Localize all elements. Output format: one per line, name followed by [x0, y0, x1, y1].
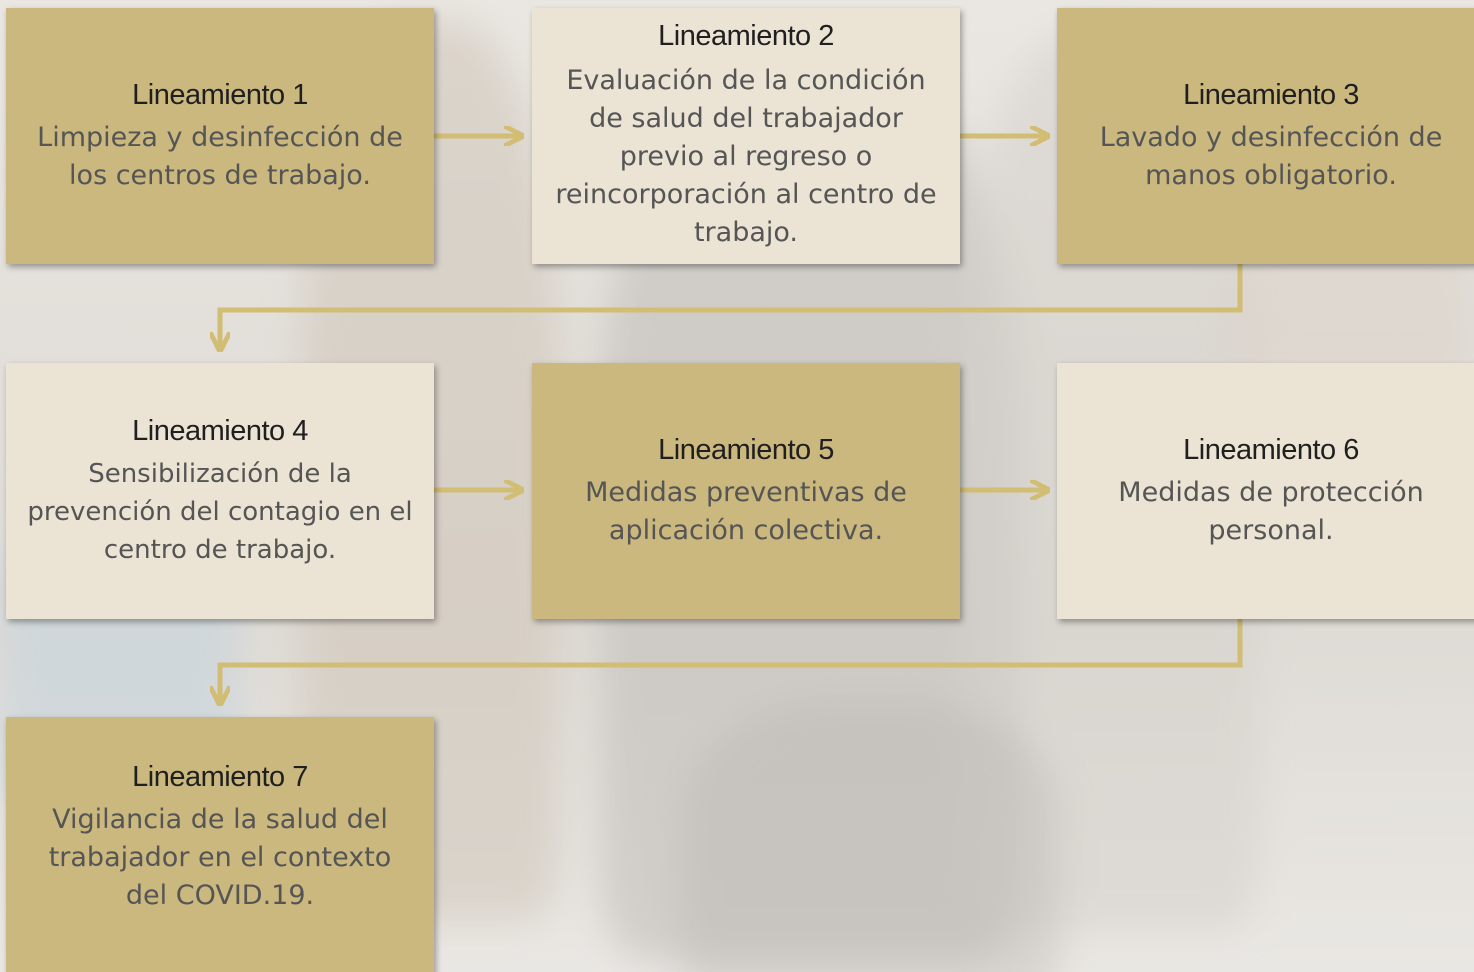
lineamiento-7-box: Lineamiento 7 Vigilancia de la salud del…: [6, 717, 434, 972]
lineamiento-5-title: Lineamiento 5: [658, 433, 834, 466]
lineamiento-7-title: Lineamiento 7: [132, 761, 308, 793]
lineamiento-6-text: Medidas de protección personal.: [1118, 477, 1424, 547]
lineamiento-4-text: Sensibilización de la prevención del con…: [27, 459, 413, 566]
lineamiento-2-title: Lineamiento 2: [658, 20, 834, 52]
lineamiento-1-text: Limpieza y desinfección de los centros d…: [37, 122, 403, 192]
lineamiento-3-title: Lineamiento 3: [1183, 78, 1359, 111]
lineamiento-4-title: Lineamiento 4: [132, 414, 308, 447]
lineamiento-7-text: Vigilancia de la salud del trabajador en…: [48, 804, 392, 912]
lineamiento-4-box: Lineamiento 4 Sensibilización de la prev…: [6, 363, 434, 619]
background-photo-shape: [680, 700, 1060, 972]
lineamiento-1-box: Lineamiento 1 Limpieza y desinfección de…: [6, 8, 434, 264]
lineamiento-2-text: Evaluación de la condición de salud del …: [555, 65, 937, 249]
lineamiento-5-box: Lineamiento 5 Medidas preventivas de apl…: [532, 363, 960, 619]
lineamiento-6-title: Lineamiento 6: [1183, 433, 1359, 466]
lineamiento-2-box: Lineamiento 2 Evaluación de la condición…: [532, 8, 960, 264]
lineamiento-5-text: Medidas preventivas de aplicación colect…: [585, 477, 907, 547]
lineamiento-6-box: Lineamiento 6 Medidas de protección pers…: [1057, 363, 1474, 619]
lineamiento-3-text: Lavado y desinfección de manos obligator…: [1099, 122, 1443, 192]
lineamiento-3-box: Lineamiento 3 Lavado y desinfección de m…: [1057, 8, 1474, 264]
lineamiento-1-title: Lineamiento 1: [132, 78, 308, 111]
